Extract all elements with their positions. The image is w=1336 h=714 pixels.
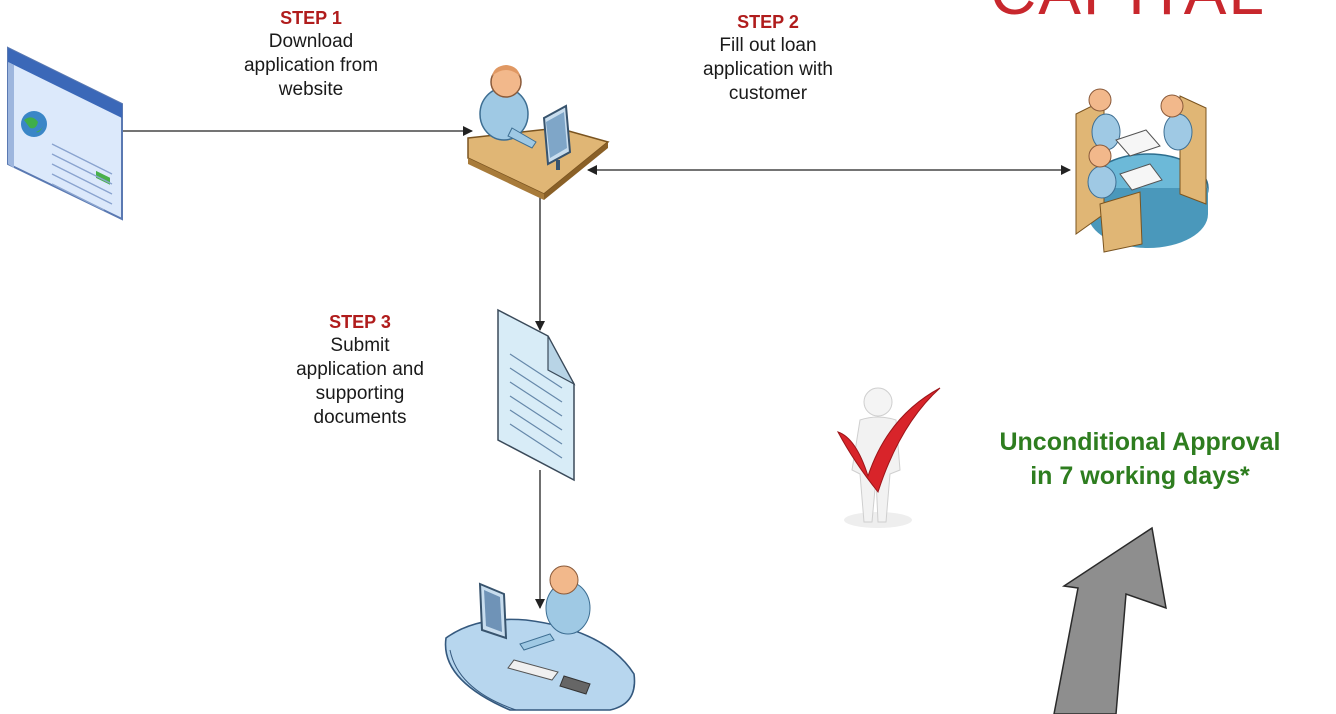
checkmark-figure-icon — [836, 387, 941, 528]
step-3-line-1: Submit — [330, 335, 390, 356]
officer-at-desk-icon — [467, 65, 610, 200]
step-1-line-3: website — [278, 79, 344, 100]
approval-callout: Unconditional Approval in 7 working days… — [950, 425, 1330, 493]
step-3-title: STEP 3 — [329, 312, 391, 332]
step-1-title: STEP 1 — [280, 8, 342, 28]
step-3-label: STEP 3 Submit application and supporting… — [270, 310, 450, 430]
approval-line-2: in 7 working days* — [1030, 462, 1250, 490]
web-page-icon — [7, 46, 123, 221]
step-1-line-1: Download — [268, 31, 354, 52]
brand-logo: CAPITAL — [990, 0, 1266, 24]
step-2-line-3: customer — [728, 83, 808, 104]
step-1-line-2: application from — [243, 55, 379, 76]
approval-line-1: Unconditional Approval — [999, 428, 1281, 456]
processing-workstation-icon — [444, 565, 636, 711]
step-3-line-2: application and — [296, 359, 424, 380]
step-2-line-1: Fill out loan — [719, 35, 817, 56]
up-arrow-icon — [1053, 526, 1167, 714]
document-icon — [497, 308, 576, 482]
customer-meeting-icon — [1075, 88, 1209, 253]
step-1-label: STEP 1 Download application from website — [216, 6, 406, 102]
step-2-line-2: application with — [703, 59, 833, 80]
step-3-line-4: documents — [313, 407, 407, 428]
step-2-label: STEP 2 Fill out loan application with cu… — [668, 10, 868, 106]
step-2-title: STEP 2 — [737, 12, 799, 32]
step-3-line-3: supporting — [315, 383, 405, 404]
